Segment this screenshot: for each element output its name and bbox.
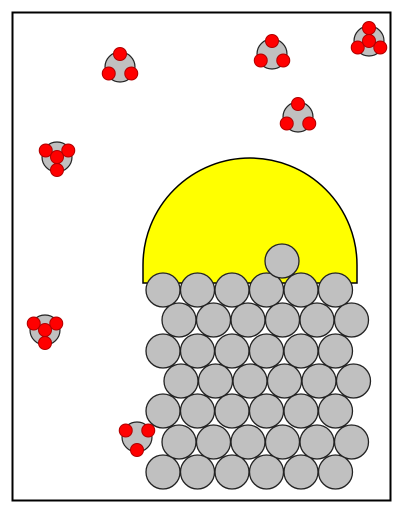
ligand-atom [119, 424, 132, 437]
lattice-atom [162, 303, 196, 337]
lattice-atom [181, 455, 215, 489]
lattice-atom [319, 394, 353, 428]
lattice-atom [284, 334, 318, 368]
lattice-atom [300, 303, 334, 337]
lattice-atom [199, 364, 233, 398]
lattice-atom [146, 334, 180, 368]
ligand-atom [280, 117, 293, 130]
ligand-atom [125, 67, 138, 80]
lattice-atom [266, 425, 300, 459]
lattice-atom [337, 364, 371, 398]
ligand-atom [277, 54, 290, 67]
lattice-atom [300, 425, 334, 459]
ligand-atom [51, 164, 64, 177]
lattice-atom [302, 364, 336, 398]
center-atom [51, 151, 64, 164]
ligand-atom [131, 444, 144, 457]
ligand-atom [266, 35, 279, 48]
ligand-atom [114, 48, 127, 61]
lattice-atom [250, 455, 284, 489]
lattice-atom [231, 425, 265, 459]
lattice-atom [266, 303, 300, 337]
lattice-atom [215, 394, 249, 428]
lattice-atom [250, 334, 284, 368]
lattice-atom [335, 425, 369, 459]
lattice-atom [284, 394, 318, 428]
lattice-atom [215, 334, 249, 368]
ligand-atom [254, 54, 267, 67]
ligand-atom [363, 22, 376, 35]
lattice-atom [319, 334, 353, 368]
lattice-atom [146, 273, 180, 307]
lattice-atom [164, 364, 198, 398]
lattice-atom [181, 394, 215, 428]
ligand-atom [142, 424, 155, 437]
ligand-atom [102, 67, 115, 80]
ligand-atom [39, 337, 52, 350]
lattice-atom [335, 303, 369, 337]
lattice-atom [146, 455, 180, 489]
lattice-atom [284, 273, 318, 307]
center-atom [39, 324, 52, 337]
lattice-atom [146, 394, 180, 428]
lattice-atom [181, 334, 215, 368]
lattice-atom [162, 425, 196, 459]
lattice-atom [231, 303, 265, 337]
lattice-atom [197, 425, 231, 459]
lattice-atom [233, 364, 267, 398]
lattice-atom [268, 364, 302, 398]
lattice-atom [197, 303, 231, 337]
ligand-atom [303, 117, 316, 130]
lattice-atom [215, 455, 249, 489]
lattice-atom [319, 273, 353, 307]
adatom [265, 244, 299, 278]
center-atom [363, 35, 376, 48]
lattice-atom [250, 394, 284, 428]
lattice-atom [181, 273, 215, 307]
lattice-atom [215, 273, 249, 307]
lattice-atom [319, 455, 353, 489]
lattice-atom [284, 455, 318, 489]
ligand-atom [292, 98, 305, 111]
